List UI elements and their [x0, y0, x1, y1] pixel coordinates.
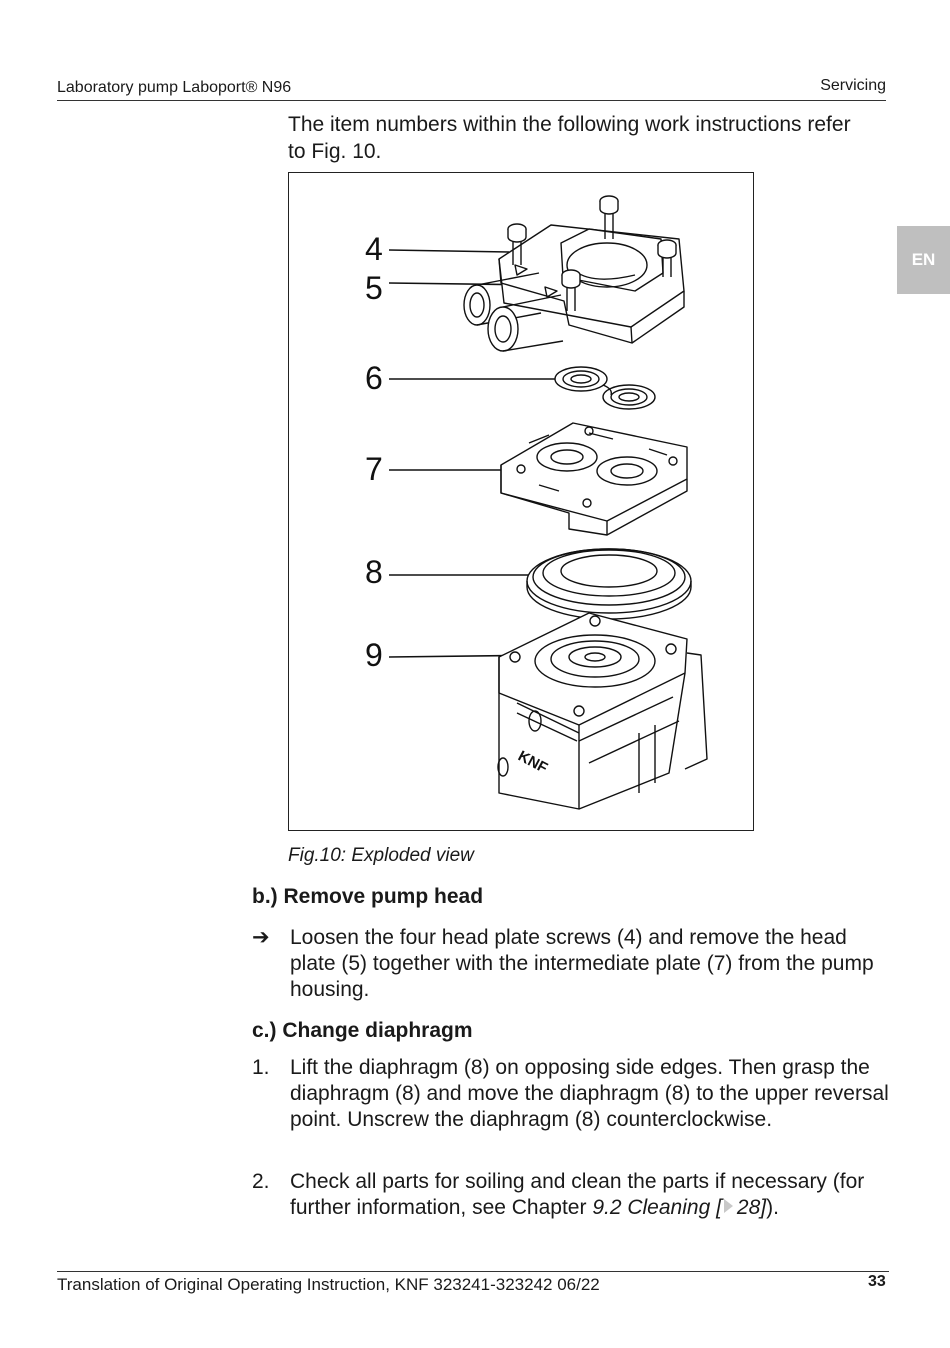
- intro-paragraph: The item numbers within the following wo…: [288, 113, 851, 163]
- language-tab[interactable]: EN: [897, 226, 950, 294]
- step-number: 1.: [252, 1056, 270, 1079]
- leader-line-4: [388, 249, 510, 253]
- cleaning-link-text: 9.2 Cleaning [: [592, 1196, 722, 1219]
- cleaning-chapter-link[interactable]: 9.2 Cleaning [ 28]: [592, 1196, 766, 1219]
- section-b-title: b.) Remove pump head: [252, 885, 484, 908]
- callout-5: 5: [365, 270, 383, 306]
- callout-8: 8: [365, 554, 383, 590]
- valve-plates: [554, 366, 656, 410]
- cleaning-link-page: 28]: [736, 1196, 767, 1219]
- section-c-step-2: 2. Check all parts for soiling and clean…: [252, 1169, 892, 1221]
- footer-rule: [57, 1271, 889, 1272]
- head-plate: [463, 195, 685, 352]
- section-c-step-1-text: Lift the diaphragm (8) on opposing side …: [290, 1056, 889, 1131]
- section-c-step-1: 1. Lift the diaphragm (8) on opposing si…: [252, 1055, 892, 1133]
- callout-7: 7: [365, 451, 383, 487]
- section-b-step: ➔ Loosen the four head plate screws (4) …: [252, 925, 892, 1003]
- step-2-text-after: ).: [766, 1196, 779, 1219]
- step-number: 2.: [252, 1170, 270, 1193]
- section-c-title: c.) Change diaphragm: [252, 1019, 473, 1042]
- knf-logo: KNF: [515, 748, 550, 777]
- exploded-view-drawing: 4 5 6 7 8 9: [365, 195, 708, 810]
- callout-6: 6: [365, 360, 383, 396]
- section-b-step-text: Loosen the four head plate screws (4) an…: [290, 926, 874, 1001]
- step-2-text-before: Check all parts for soiling and clean th…: [290, 1170, 865, 1219]
- callout-4: 4: [365, 231, 383, 267]
- page-reference-icon: [723, 1199, 733, 1213]
- arrow-icon: ➔: [252, 926, 270, 949]
- figure-caption: Fig.10: Exploded view: [288, 845, 474, 866]
- footer-text: Translation of Original Operating Instru…: [57, 1275, 600, 1294]
- diaphragm: [526, 548, 692, 620]
- header-rule: [57, 100, 886, 101]
- exploded-view-figure: 4 5 6 7 8 9: [288, 172, 754, 831]
- pump-housing: KNF: [497, 612, 708, 810]
- section-c-step-2-text: Check all parts for soiling and clean th…: [290, 1169, 892, 1221]
- callout-9: 9: [365, 637, 383, 673]
- page-number: 33: [868, 1273, 886, 1290]
- header-title: Laboratory pump Laboport® N96: [57, 79, 292, 96]
- intermediate-plate: [500, 422, 688, 536]
- header-section: Servicing: [820, 77, 886, 94]
